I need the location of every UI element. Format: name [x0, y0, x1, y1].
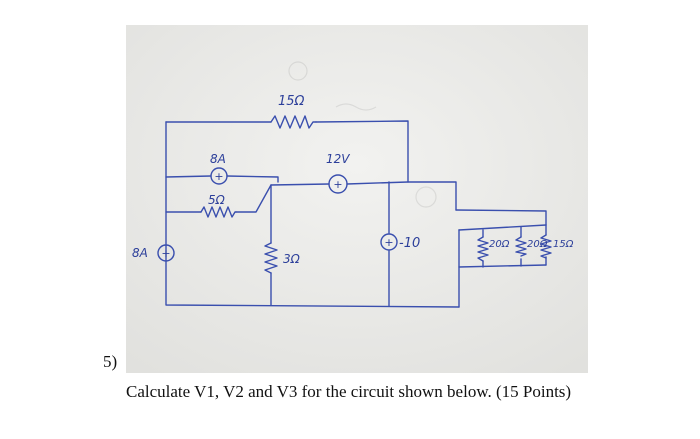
label-r-center: 3Ω: [283, 252, 301, 266]
resistor-3: [264, 242, 278, 274]
current-source-right: +: [380, 233, 398, 251]
current-source-left: +: [157, 244, 175, 262]
svg-text:+: +: [384, 236, 393, 249]
label-src-right: -10: [399, 236, 420, 251]
problem-number: 5): [103, 352, 118, 371]
resistor-5: [200, 206, 237, 218]
resistor-20-b: [515, 236, 527, 257]
label-r-top: 15Ω: [278, 94, 305, 109]
resistor-15-top: [270, 115, 317, 129]
svg-text:+: +: [333, 178, 342, 191]
problem-text: Calculate V1, V2 and V3 for the circuit …: [126, 382, 572, 401]
circuit-wires: [165, 120, 547, 308]
label-src-left: 8A: [132, 246, 148, 260]
circuit-photo: + + + + 15Ω 8A 5Ω 8A 3Ω 12V -10 20Ω 20Ω …: [126, 25, 588, 373]
label-r-p2: 20Ω: [527, 239, 548, 250]
label-src-top: 8A: [210, 152, 226, 166]
voltage-source: +: [328, 174, 348, 194]
resistor-20-a: [477, 236, 489, 262]
label-r-p1: 20Ω: [489, 239, 510, 250]
current-source-top: +: [210, 167, 228, 185]
svg-text:+: +: [161, 247, 170, 260]
label-r-mid: 5Ω: [208, 193, 226, 207]
svg-text:+: +: [214, 170, 223, 183]
resistor-15-right: [540, 234, 552, 259]
paper-background: [126, 25, 588, 373]
label-r-p3: 15Ω: [553, 239, 574, 250]
bleed-through-marks: [288, 61, 437, 208]
label-vsrc: 12V: [326, 152, 350, 166]
